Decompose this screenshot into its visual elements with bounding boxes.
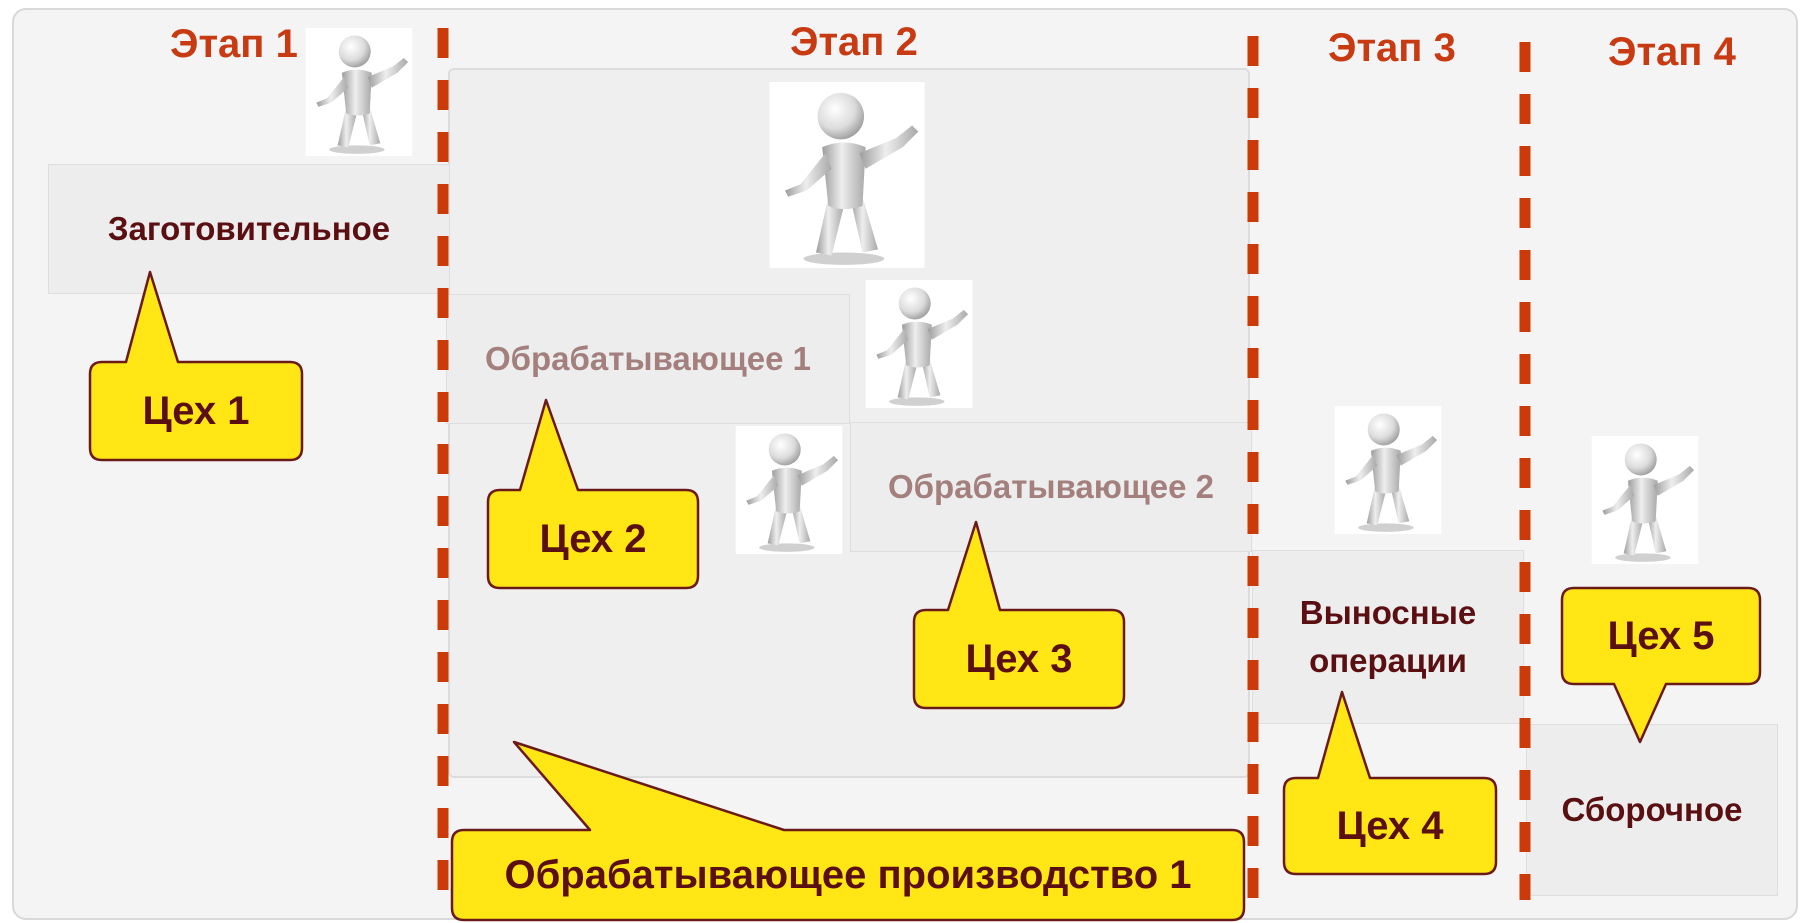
box-zagotovitelnoe-label: Заготовительное — [107, 210, 391, 247]
box-obrabatyvayushchee-2-label: Обрабатывающее 2 — [887, 468, 1215, 505]
box-sborochnoe-label: Сборочное — [1561, 791, 1743, 828]
callout-tsekh1: Цех 1 — [142, 388, 250, 433]
box-vynosnye-operatsii: Выносные операции — [1252, 550, 1524, 724]
stage-2-label: Этап 2 — [790, 20, 918, 64]
person-figure-icon — [735, 426, 843, 554]
box-vynosnye-line1: Выносные — [1299, 594, 1477, 631]
box-vynosnye-line2: операции — [1309, 642, 1467, 679]
callout-tsekh4: Цех 4 — [1336, 803, 1444, 848]
callout-tsekh3-shape — [912, 520, 1126, 710]
person-figure-icon — [305, 28, 413, 156]
stage-4-label: Этап 4 — [1608, 30, 1736, 74]
callout-tsekh2: Цех 2 — [539, 516, 647, 561]
person-figure-icon — [1334, 406, 1442, 534]
stage-1-label: Этап 1 — [170, 22, 298, 66]
box-obrabatyvayushchee-2: Обрабатывающее 2 — [850, 422, 1252, 552]
callout-production: Обрабатывающее производство 1 — [504, 852, 1192, 897]
callout-tsekh5-shape — [1560, 586, 1762, 744]
person-figure-icon — [1591, 436, 1699, 564]
callout-tsekh3: Цех 3 — [965, 636, 1073, 681]
callout-tsekh2-shape — [486, 398, 700, 590]
box-obrabatyvayushchee-1-label: Обрабатывающее 1 — [484, 340, 812, 377]
callout-tsekh5: Цех 5 — [1607, 613, 1715, 658]
person-figure-icon — [865, 280, 973, 408]
box-zagotovitelnoe: Заготовительное — [48, 164, 450, 294]
box-obrabatyvayushchee-1: Обрабатывающее 1 — [446, 294, 850, 424]
callout-production-shape — [450, 740, 1246, 922]
box-sborochnoe: Сборочное — [1526, 724, 1778, 896]
person-figure-icon — [769, 82, 925, 268]
callout-tsekh4-shape — [1282, 690, 1498, 876]
stage-3-label: Этап 3 — [1328, 26, 1456, 70]
callout-tsekh1-shape — [88, 270, 304, 462]
